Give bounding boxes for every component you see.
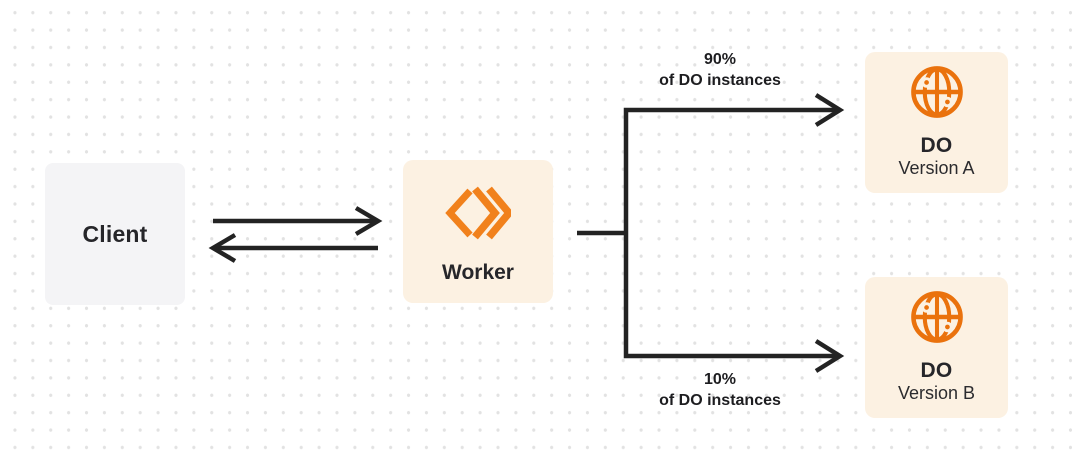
top-split-percent: 90% bbox=[703, 51, 737, 68]
worker-node: Worker bbox=[403, 160, 553, 303]
bottom-split-caption: of DO instances bbox=[659, 392, 781, 409]
do-a-subtitle: Version A bbox=[898, 158, 975, 178]
bottom-split-percent: 10% bbox=[703, 371, 737, 388]
bottom-split-percentage-label: 10% of DO instances bbox=[610, 369, 830, 411]
globe-icon bbox=[908, 63, 966, 121]
worker-to-client-arrow bbox=[208, 233, 378, 263]
split-connector bbox=[623, 107, 838, 359]
globe-icon bbox=[908, 288, 966, 346]
arrow-to-version-a bbox=[814, 93, 845, 127]
do-a-title: DO bbox=[920, 134, 953, 157]
cloudflare-workers-icon bbox=[445, 186, 514, 240]
do-version-b-node: DO Version B bbox=[865, 277, 1008, 418]
do-version-a-node: DO Version A bbox=[865, 52, 1008, 193]
top-split-caption: of DO instances bbox=[659, 72, 781, 89]
client-label: Client bbox=[82, 220, 148, 247]
worker-label: Worker bbox=[442, 261, 514, 284]
do-b-title: DO bbox=[920, 359, 953, 382]
arrow-to-version-b bbox=[814, 339, 845, 373]
client-to-worker-arrow bbox=[213, 206, 383, 236]
top-split-percentage-label: 90% of DO instances bbox=[610, 49, 830, 91]
client-node: Client bbox=[45, 163, 185, 305]
do-b-subtitle: Version B bbox=[897, 383, 976, 403]
